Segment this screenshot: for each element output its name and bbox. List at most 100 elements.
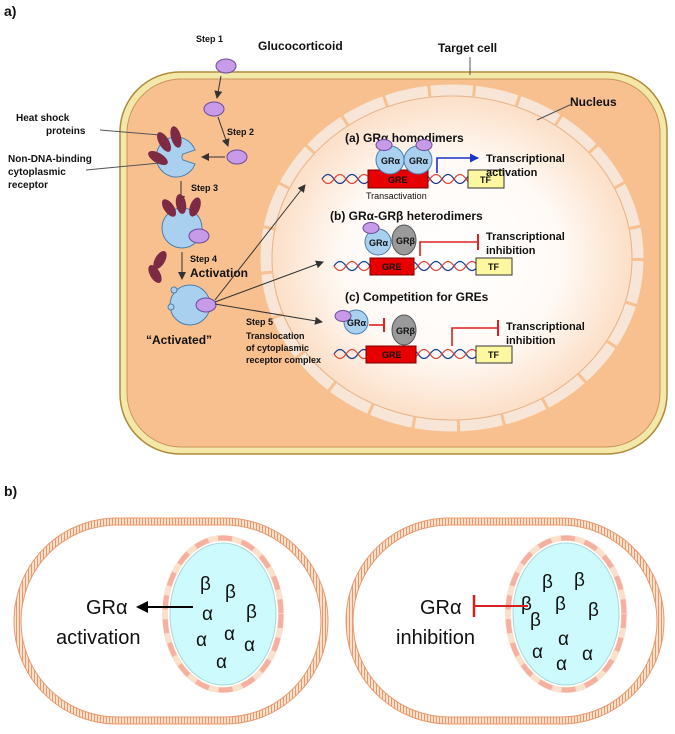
symbol-alpha: α	[532, 642, 543, 663]
panel-b-label: b)	[4, 483, 17, 499]
tf-element-a	[467, 169, 505, 189]
activation-arrow	[436, 153, 479, 173]
symbol-alpha: α	[196, 630, 207, 651]
released-hsp	[148, 264, 162, 284]
ligand	[362, 222, 380, 234]
receptor-label-1: Non-DNA-binding	[8, 154, 92, 165]
gr-beta-label: GRβ	[396, 326, 416, 336]
bound-ligand	[188, 228, 210, 244]
gre-label-a: GRE	[388, 175, 408, 185]
translocation-label-1: Translocation	[246, 331, 305, 341]
gr-beta-receptor	[391, 224, 417, 256]
symbol-alpha: α	[244, 635, 255, 656]
step1-label: Step 1	[196, 34, 223, 44]
heat-shock-protein	[157, 132, 171, 152]
gre-label-b: GRE	[382, 262, 402, 272]
receptor-knob	[167, 303, 175, 311]
heat-shock-label-2: proteins	[46, 126, 86, 137]
receptor-pointer	[85, 162, 161, 171]
mechanism-b-title: (b) GRα-GRβ heterodimers	[330, 209, 483, 223]
step3-label: Step 3	[191, 183, 218, 193]
activation-label: Activation	[190, 266, 248, 280]
nucleus-b-right	[512, 542, 620, 686]
arrow-step1	[214, 75, 223, 99]
translocation-label-2: of cytoplasmic	[246, 343, 309, 353]
symbol-alpha: α	[558, 629, 569, 650]
symbol-beta: β	[246, 602, 257, 623]
gre-element-b	[369, 257, 415, 276]
mechanism-a-outcome-1: Transcriptional	[486, 153, 565, 165]
arrow-step2	[217, 116, 230, 147]
arrow-to-mechanism-a	[214, 184, 306, 301]
heat-shock-protein	[161, 199, 177, 217]
gr-beta-label: GRβ	[396, 236, 416, 246]
arrow-to-mechanism-b	[214, 260, 324, 303]
receptor-label-2: cytoplasmic	[8, 167, 66, 178]
step4-label: Step 4	[190, 254, 217, 264]
right-text-1: GRα	[420, 597, 462, 619]
target-cell-label: Target cell	[438, 41, 497, 55]
gre-element-c	[365, 345, 417, 364]
gr-alpha-label: GRα	[369, 238, 389, 248]
glucocorticoid-label: Glucocorticoid	[258, 39, 343, 53]
symbol-beta: β	[555, 594, 566, 615]
nucleus-label: Nucleus	[570, 95, 617, 109]
tf-label-b: TF	[488, 262, 499, 272]
heat-shock-protein	[170, 126, 182, 148]
nucleus-b-left	[169, 542, 277, 686]
ligand-in-cytoplasm	[203, 101, 225, 117]
symbol-beta: β	[200, 574, 211, 595]
symbol-alpha: α	[224, 624, 235, 645]
ligand	[334, 310, 352, 322]
panel-a-label: a)	[4, 3, 16, 19]
nucleus-pointer	[536, 103, 573, 121]
gr-alpha-label: GRα	[347, 318, 367, 328]
inhibition-line	[451, 327, 498, 346]
gr-beta-receptor	[391, 314, 417, 346]
receptor-knob	[170, 286, 178, 294]
transactivation-label: Transactivation	[366, 191, 427, 201]
symbol-beta: β	[225, 582, 236, 603]
mechanism-c-title: (c) Competition for GREs	[345, 290, 489, 304]
tf-element-b	[475, 257, 513, 276]
nuclear-pores	[260, 84, 644, 432]
heat-shock-label-1: Heat shock	[16, 113, 70, 124]
ligand-before-binding	[226, 149, 248, 165]
arrow-to-mechanism-c	[214, 303, 323, 325]
ligand	[375, 139, 393, 151]
symbol-alpha: α	[556, 654, 567, 675]
symbol-alpha: α	[202, 604, 213, 625]
right-text-2: inhibition	[396, 627, 475, 649]
glucocorticoid-ligand	[215, 58, 237, 74]
heat-shock-protein	[189, 197, 201, 217]
gr-alpha-label: GRα	[381, 156, 401, 166]
mechanism-b-outcome-2: inhibition	[486, 245, 536, 257]
tf-element-c	[475, 345, 513, 364]
symbol-beta: β	[542, 572, 553, 593]
mechanism-c-outcome-2: inhibition	[506, 335, 556, 347]
symbol-alpha: α	[582, 644, 593, 665]
step2-label: Step 2	[227, 127, 254, 137]
step5-label: Step 5	[246, 317, 273, 327]
left-text-2: activation	[56, 627, 141, 649]
left-text-1: GRα	[86, 597, 128, 619]
mechanism-c-outcome-1: Transcriptional	[506, 321, 585, 333]
translocation-label-3: receptor complex	[246, 355, 321, 365]
mechanism-b-outcome-1: Transcriptional	[486, 231, 565, 243]
symbol-beta: β	[574, 570, 585, 591]
symbol-beta: β	[588, 600, 599, 621]
symbol-alpha: α	[216, 652, 227, 673]
released-hsp	[153, 250, 167, 270]
receptor-label-3: receptor	[8, 180, 48, 191]
hsp-pointer	[99, 129, 161, 136]
ligand	[415, 139, 433, 151]
activated-label: “Activated”	[146, 333, 212, 347]
mechanism-a-outcome-2: activation	[486, 167, 538, 179]
tf-label-a: TF	[480, 175, 491, 185]
nucleus-b-right-pores	[505, 535, 627, 693]
gre-label-c: GRE	[382, 350, 402, 360]
gr-alpha-label: GRα	[409, 156, 429, 166]
symbol-beta: β	[530, 610, 541, 631]
heat-shock-protein	[148, 151, 168, 165]
